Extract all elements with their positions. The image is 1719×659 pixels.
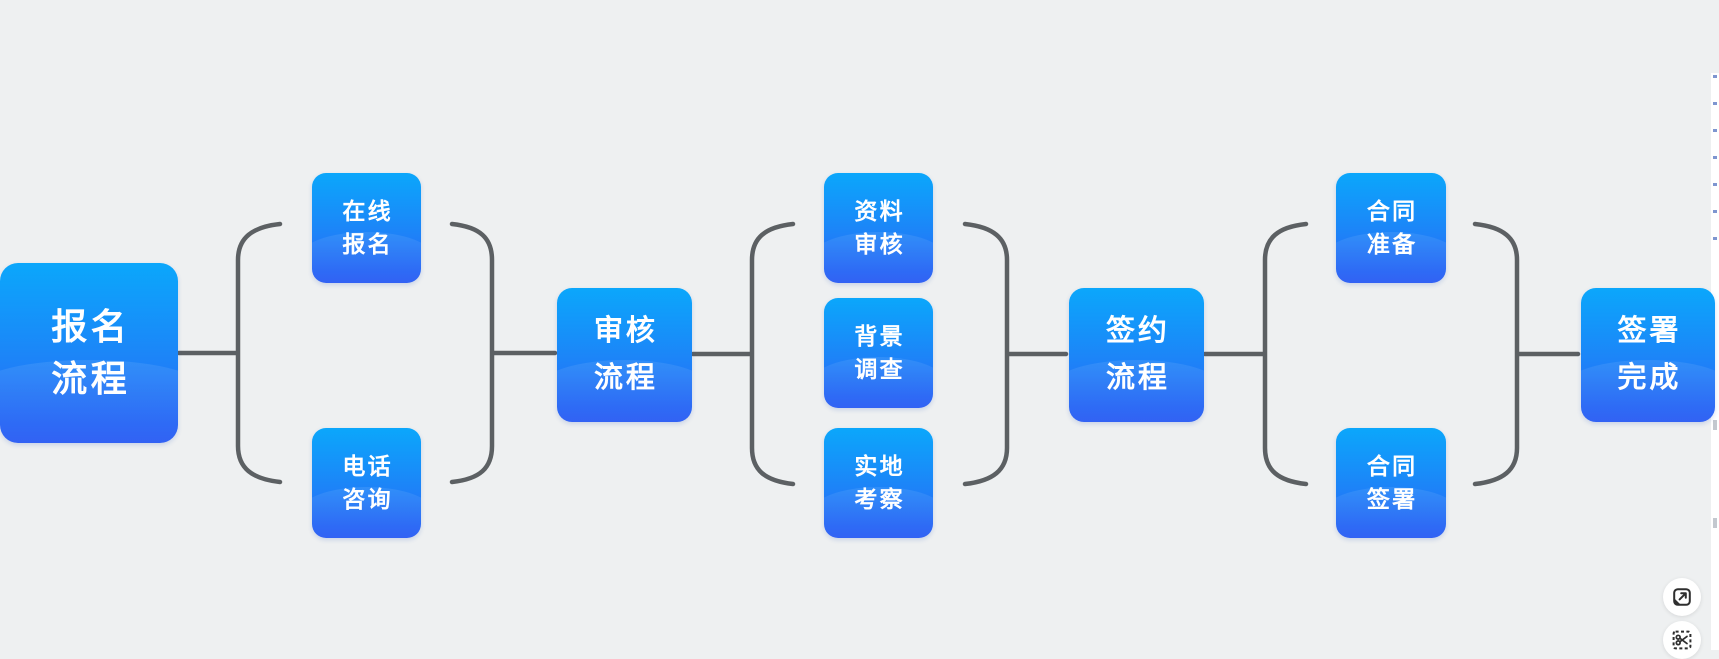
node-text-line: 完成 [1617,362,1682,394]
node-text-line: 准备 [1366,231,1418,257]
node-text-line: 审核 [854,231,905,257]
node-text-line: 考察 [854,486,905,512]
node-text-line: 背景 [854,323,905,349]
node-text-line: 流程 [1106,362,1170,394]
node-online-signup[interactable]: 在线 报名 [312,173,421,283]
node-text-line: 流程 [594,362,658,394]
node-site-inspection[interactable]: 实地 考察 [824,428,933,538]
expand-arrow-icon [1673,588,1691,606]
right-edge-panel [1711,73,1719,650]
node-text-line: 签署 [1617,315,1682,347]
snip-button[interactable] [1663,621,1701,659]
node-contract-sign[interactable]: 合同 签署 [1336,428,1446,538]
node-text-line: 签约 [1106,315,1170,347]
node-registration-process[interactable]: 报名 流程 [0,263,178,443]
node-contract-prepare[interactable]: 合同 准备 [1336,173,1446,283]
node-text-line: 报名 [342,231,393,257]
node-text-line: 合同 [1366,198,1418,224]
edge-tick-marks [1713,75,1717,247]
node-text-line: 实地 [854,453,905,479]
node-signing-process[interactable]: 签约 流程 [1069,288,1204,422]
node-text-line: 合同 [1366,453,1418,479]
node-text-line: 电话 [342,453,393,479]
node-phone-consult[interactable]: 电话 咨询 [312,428,421,538]
node-text-line: 资料 [854,198,905,224]
scissors-snip-icon [1672,630,1692,650]
node-text-line: 咨询 [342,486,393,512]
edge-mark [1713,518,1717,528]
node-text-line: 报名 [51,306,131,347]
node-text-line: 调查 [854,356,905,382]
node-review-process[interactable]: 审核 流程 [557,288,692,422]
node-text-line: 流程 [51,358,131,399]
node-background-check[interactable]: 背景 调查 [824,298,933,408]
edge-mark [1713,420,1717,430]
node-material-review[interactable]: 资料 审核 [824,173,933,283]
node-signing-complete[interactable]: 签署 完成 [1581,288,1715,422]
expand-button[interactable] [1663,578,1701,616]
node-text-line: 签署 [1366,486,1418,512]
node-text-line: 审核 [594,315,658,347]
node-text-line: 在线 [342,198,393,224]
